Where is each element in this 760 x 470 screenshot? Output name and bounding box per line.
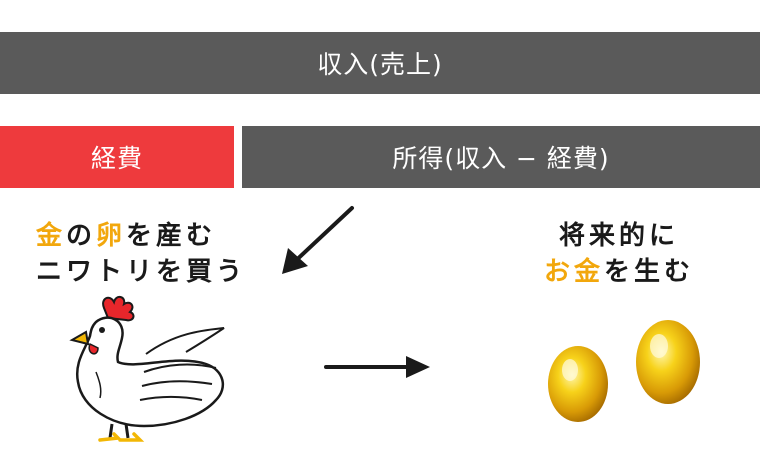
golden-egg-icon bbox=[548, 320, 700, 422]
future-money-caption-line1: 将来的に bbox=[558, 221, 679, 251]
income-bar: 収入(売上) bbox=[0, 32, 760, 94]
lay-phrase: を産む bbox=[126, 221, 217, 251]
income-label: 収入(売上) bbox=[317, 50, 443, 79]
buy-chicken-caption: 金の卵を産む ニワトリを買う bbox=[36, 218, 246, 290]
future-money-caption-line2: お金を生む bbox=[534, 254, 704, 290]
money-word: 金 bbox=[573, 257, 604, 287]
buy-chicken-caption-line1: 金の卵を産む bbox=[36, 218, 246, 254]
profit-bar: 所得(収入 − 経費) bbox=[242, 126, 760, 188]
expense-bar: 経費 bbox=[0, 126, 234, 188]
chicken-icon bbox=[69, 296, 225, 442]
expense-label: 経費 bbox=[90, 144, 143, 173]
arrow-right-icon bbox=[324, 356, 430, 378]
gold-word: 金 bbox=[36, 221, 67, 251]
honorific-word: お bbox=[543, 257, 574, 287]
egg-word: 卵 bbox=[96, 221, 127, 251]
profit-label: 所得(収入 − 経費) bbox=[392, 144, 610, 173]
particle: の bbox=[66, 221, 97, 251]
produce-phrase: を生む bbox=[604, 257, 695, 287]
buy-chicken-caption-line2: ニワトリを買う bbox=[36, 257, 247, 287]
future-money-caption: 将来的に お金を生む bbox=[534, 218, 704, 290]
arrow-down-left-icon bbox=[282, 206, 354, 274]
